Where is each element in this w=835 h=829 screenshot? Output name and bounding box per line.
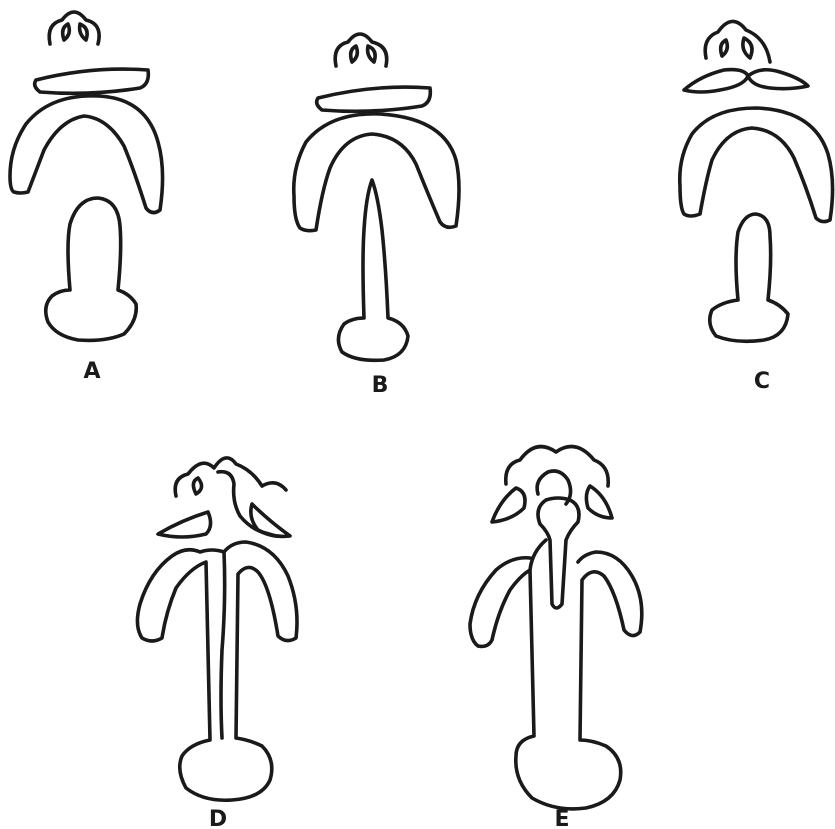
figure-e-label: E — [554, 807, 569, 829]
figure-e-nose — [506, 447, 608, 504]
figure-d-label: D — [209, 807, 227, 829]
figure-e: E — [470, 447, 642, 829]
figure-b-nose — [335, 34, 387, 66]
figure-e-lip-left — [492, 488, 525, 522]
figure-c-palate — [710, 214, 788, 341]
figure-d-lip-left — [158, 512, 211, 537]
figure-b-label: B — [372, 373, 389, 398]
figure-d: D — [137, 458, 297, 829]
figure-a-palate — [46, 198, 137, 340]
figure-a-lip-bar — [35, 69, 149, 93]
figure-d-nose — [175, 458, 286, 536]
figure-a-alveolar-arch — [10, 96, 163, 213]
figure-c-lip-left — [684, 70, 748, 92]
figure-e-arch-palate — [470, 552, 642, 809]
figure-e-cleft-edge — [530, 540, 546, 570]
figure-b-alveolar-arch — [294, 114, 459, 231]
figure-d-arch-palate — [137, 542, 297, 800]
figure-b-palate — [338, 180, 408, 360]
figure-e-lip-right — [586, 486, 612, 518]
figure-d-midline — [221, 552, 225, 738]
figure-c-lip-right — [748, 70, 808, 89]
figure-a-nose — [49, 12, 99, 44]
figure-c-label: C — [754, 369, 770, 394]
figure-b-lip-bar — [317, 87, 431, 111]
figure-c: C — [680, 21, 833, 394]
figure-a: A — [10, 12, 163, 384]
figure-b: B — [294, 34, 459, 398]
figure-c-alveolar-arch — [680, 108, 833, 222]
figure-e-premaxilla — [538, 498, 579, 608]
figure-c-nose — [705, 21, 770, 62]
figure-a-label: A — [83, 359, 100, 384]
